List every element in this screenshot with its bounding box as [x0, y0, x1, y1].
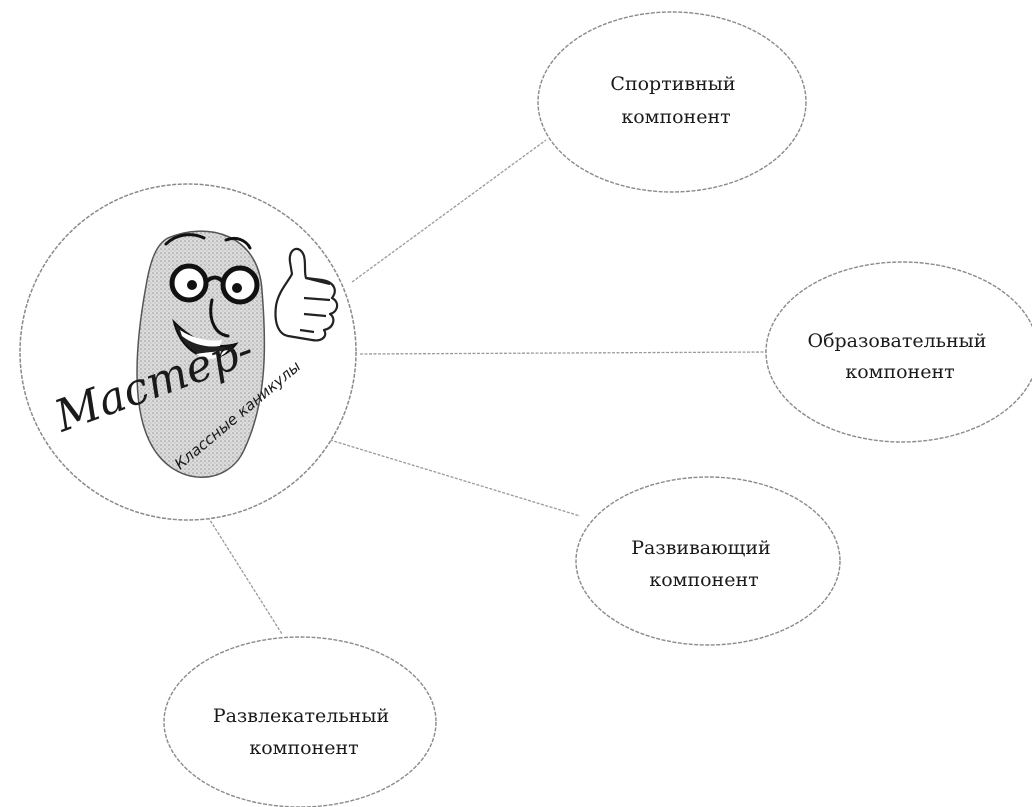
node-sport-line1: Спортивный	[610, 73, 735, 95]
node-education-line2: компонент	[845, 361, 954, 383]
thumbs-up-icon	[274, 247, 339, 342]
svg-text:Развивающий компонент: Развивающий компонент	[631, 537, 776, 591]
node-education-line1: Образовательный	[808, 330, 987, 352]
node-development-line2: компонент	[649, 569, 758, 591]
node-development-line1: Развивающий	[631, 537, 770, 559]
logo-node: Мастер- Классные каникулы	[19, 183, 357, 521]
svg-text:Образовательный компонен: Образовательный компонент	[808, 330, 993, 383]
connector-education	[359, 351, 769, 355]
node-sport-line2: компонент	[621, 106, 730, 128]
node-entertainment-ellipse	[163, 636, 437, 807]
node-entertainment-line1: Развлекательный	[213, 705, 389, 727]
node-education: Образовательный компонент	[765, 261, 1032, 443]
node-sport-ellipse	[537, 11, 807, 193]
node-entertainment-line2: компонент	[249, 737, 358, 759]
svg-text:Развлекательный компонен: Развлекательный компонент	[213, 705, 395, 759]
cartoon-character-icon	[136, 230, 266, 478]
svg-text:Спортивный компонент: Спортивный компонент	[610, 73, 741, 128]
connector-development	[329, 439, 581, 517]
node-development: Развивающий компонент	[575, 476, 841, 646]
connector-sport	[351, 139, 547, 283]
node-development-ellipse	[575, 476, 841, 646]
node-education-ellipse	[765, 261, 1032, 443]
node-entertainment: Развлекательный компонент	[163, 636, 437, 807]
node-sport: Спортивный компонент	[537, 11, 807, 193]
